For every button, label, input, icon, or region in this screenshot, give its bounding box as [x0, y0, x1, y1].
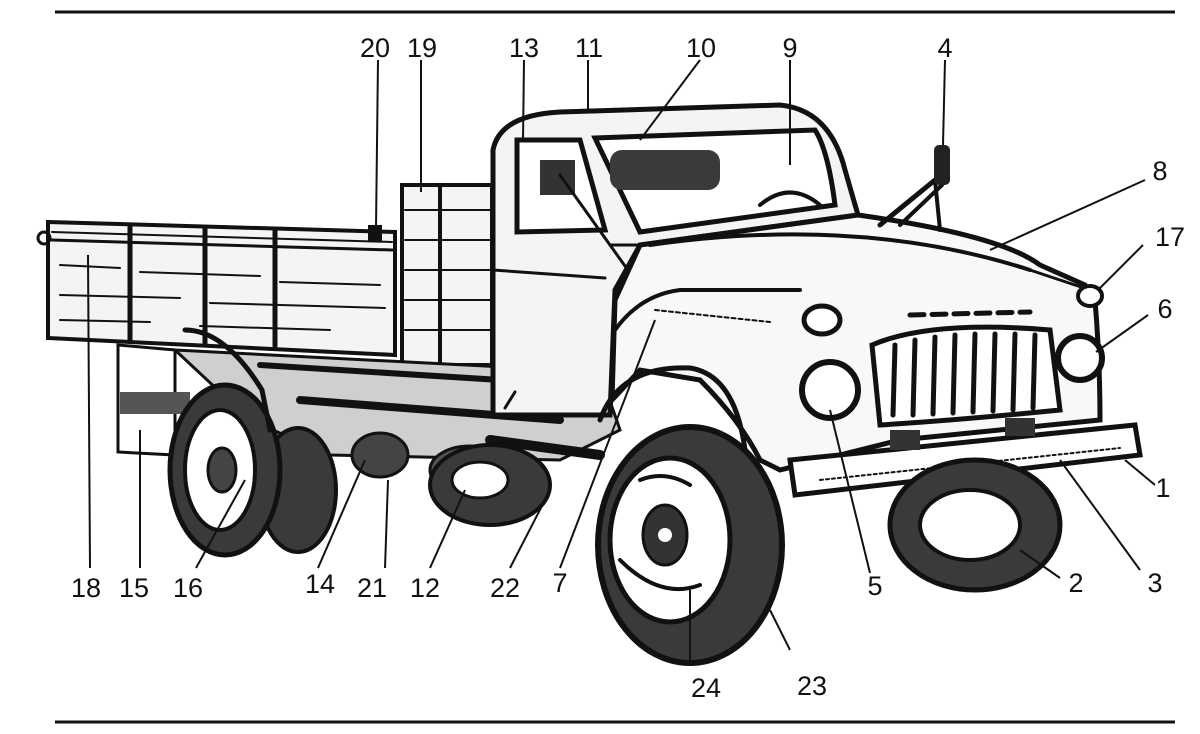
grille-bars	[890, 331, 1038, 418]
label-10: 10	[686, 33, 716, 63]
front-wheel	[595, 365, 785, 666]
callout-numbers: 20 19 13 11 10 9 4 8 17 6 1 3 2 5 23 24 …	[71, 33, 1185, 703]
label-11: 11	[575, 33, 603, 63]
label-3: 3	[1147, 568, 1162, 598]
label-18: 18	[71, 573, 101, 603]
cab	[490, 102, 862, 418]
label-19: 19	[407, 33, 437, 63]
cargo-platform	[36, 219, 397, 358]
middle-wheel-shadow	[428, 443, 552, 527]
label-7: 7	[552, 568, 567, 598]
label-20: 20	[360, 33, 390, 63]
label-17: 17	[1155, 222, 1185, 252]
leader-lines	[87, 59, 1156, 660]
label-9: 9	[782, 33, 797, 63]
label-23: 23	[797, 671, 827, 701]
truck-illustration	[36, 102, 1143, 666]
label-1: 1	[1155, 473, 1170, 503]
headboard-ladder	[400, 183, 494, 367]
label-22: 22	[490, 573, 520, 603]
label-6: 6	[1157, 294, 1172, 324]
label-4: 4	[937, 33, 952, 63]
label-8: 8	[1152, 156, 1167, 186]
label-21: 21	[357, 573, 387, 603]
label-24: 24	[691, 673, 721, 703]
label-13: 13	[509, 33, 539, 63]
label-14: 14	[305, 569, 335, 599]
side-mirror	[877, 145, 950, 232]
label-5: 5	[867, 571, 882, 601]
label-2: 2	[1068, 568, 1083, 598]
front-right-wheel	[887, 457, 1063, 593]
label-12: 12	[410, 573, 440, 603]
label-15: 15	[119, 573, 149, 603]
label-16: 16	[173, 573, 203, 603]
rear-wheels	[167, 327, 338, 558]
